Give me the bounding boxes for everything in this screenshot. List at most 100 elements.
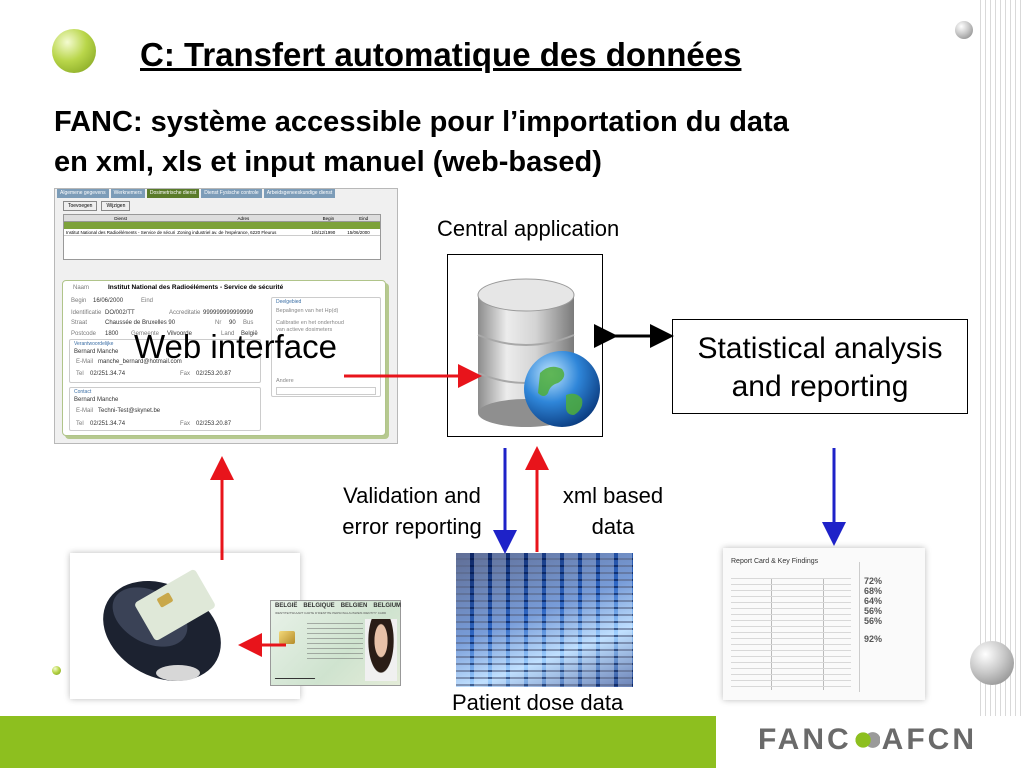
report-table: [731, 578, 851, 690]
stat-line-1: Statistical analysis: [697, 332, 943, 365]
id-card-image: BELGIË BELGIQUE BELGIEN BELGIUM IDENTITE…: [270, 600, 401, 686]
fanc-afcn-logo: FANC AFCN: [758, 723, 977, 757]
table-header: Adres: [237, 216, 250, 221]
verantw-email: manche_bernard@hotmail.com: [98, 359, 182, 365]
report-percentage: 68%: [864, 586, 883, 596]
table-header: Eind: [359, 216, 369, 221]
report-percentage: 72%: [864, 576, 883, 586]
data-grid-pattern: [456, 553, 633, 687]
decorative-stripes: [976, 0, 1024, 716]
gemeente-value: Vilvoorde: [167, 331, 192, 337]
table-cell: Zoning industriel av. de l'espérance, 62…: [177, 230, 277, 235]
report-percentage: 56%: [864, 616, 883, 626]
contact-email: Techni-Test@skynet.be: [98, 408, 161, 414]
validation-line-2: error reporting: [342, 514, 482, 539]
field-label: Identificatie: [71, 310, 102, 316]
contact-box: Contact Bernard Manche E-Mail Techni-Tes…: [69, 387, 261, 431]
grey-ball-decoration-large: [970, 641, 1014, 685]
field-label: Tel: [76, 421, 84, 427]
id-country: BELGIEN: [340, 603, 368, 609]
nr-value: 90: [229, 320, 236, 326]
xml-line-2: data: [591, 514, 635, 539]
form-edit-button: Wijzigen: [101, 201, 131, 211]
id-country: BELGIUM: [373, 603, 402, 609]
report-percentage: 92%: [864, 634, 883, 644]
checkbox-label: Bepalingen van het Hp(d): [276, 308, 339, 314]
xml-data-label: xml based data: [548, 480, 678, 542]
form-tab: Arbeidsgeneeskundige dienst: [263, 189, 336, 198]
statistical-analysis-box: Statistical analysis and reporting: [672, 319, 968, 414]
report-heading: Report Card & Key Findings: [731, 558, 819, 565]
contact-fax: 02/253.20.87: [196, 421, 232, 427]
form-tab: Algemene gegevens: [57, 189, 109, 198]
land-value: België: [241, 331, 258, 337]
postcode-value: 1800: [105, 331, 119, 337]
andere-textbox: [276, 387, 376, 395]
id-chip-icon: [279, 631, 295, 644]
report-card-image: Report Card & Key Findings 72% 68% 64% 5…: [723, 548, 925, 700]
green-ball-decoration: [52, 29, 96, 73]
form-tab: Dienst Fysische controle: [201, 189, 262, 198]
table-cell: 1/6/12/1990: [311, 230, 336, 235]
xml-data-image: [456, 553, 633, 687]
field-label: Fax: [180, 421, 191, 427]
table-header: Dienst: [114, 216, 128, 221]
form-add-button: Toevoegen: [63, 201, 98, 211]
field-label: Accreditatie: [169, 310, 201, 316]
field-label: Gemeente: [131, 331, 160, 337]
id-portrait-icon: [365, 619, 397, 681]
subsection-heading: Contact: [74, 389, 92, 395]
card-reader-photo: [70, 553, 300, 699]
deelgebied-box: Deelgebied Bepalingen van het Hp(d) Cali…: [271, 297, 381, 397]
logo-left-text: FANC: [758, 723, 852, 756]
id-card-countries: BELGIË BELGIQUE BELGIEN BELGIUM: [275, 603, 401, 609]
field-label: Bus: [243, 320, 254, 326]
bottom-green-bar: [0, 716, 716, 768]
xml-line-1: xml based: [562, 483, 664, 508]
checkbox-label: van actieve dosimeters: [276, 327, 333, 333]
table-header-row: Dienst Adres Begin Eind: [64, 215, 380, 222]
field-label: Land: [221, 331, 235, 337]
small-green-ball-decoration: [52, 666, 61, 675]
table-row: Institut National des Radioéléments - Se…: [64, 229, 380, 236]
accred-value: 999999999999999: [203, 310, 254, 316]
web-interface-label: Web interface: [134, 328, 337, 365]
field-label: E-Mail: [76, 359, 94, 365]
card-reader-icon: [103, 569, 221, 681]
checkbox-label: Calibratie en het onderhoud: [276, 320, 344, 326]
report-side-panel: 72% 68% 64% 56% 56% 92%: [859, 562, 919, 692]
id-country: BELGIQUE: [303, 603, 335, 609]
report-percentage: 56%: [864, 606, 883, 616]
form-button-row: Toevoegen Wijzigen: [63, 201, 131, 211]
logo-dot-icon: [853, 730, 880, 750]
checkbox-label: Andere: [276, 378, 294, 384]
table-cell: Institut National des Radioéléments - Se…: [66, 230, 176, 235]
naam-value: Institut National des Radioéléments - Se…: [108, 284, 284, 291]
subtitle-line-2: en xml, xls et input manuel (web-based): [54, 146, 602, 178]
patient-dose-label: Patient dose data: [452, 690, 624, 715]
validation-label: Validation and error reporting: [322, 480, 502, 542]
id-card-subtitle: IDENTITEITSKAART CARTE D'IDENTITE PERSON…: [275, 611, 387, 615]
begin-value: 16/06/2000: [93, 298, 124, 304]
contact-tel: 02/251.34.74: [90, 421, 126, 427]
field-label: Tel: [76, 371, 84, 377]
contact-name: Bernard Manche: [74, 397, 119, 403]
field-label: Postcode: [71, 331, 97, 337]
subsection-heading: Verantwoordelijke: [74, 341, 114, 347]
subsection-heading: Deelgebied: [276, 299, 302, 305]
field-label: Nr: [215, 320, 222, 326]
verantw-tel: 02/251.34.74: [90, 371, 126, 377]
verantw-fax: 02/253.20.87: [196, 371, 232, 377]
validation-line-1: Validation and: [343, 483, 481, 508]
form-detail-panel: Naam Institut National des Radioéléments…: [62, 280, 386, 436]
logo-right-text: AFCN: [881, 723, 977, 756]
form-service-table: Dienst Adres Begin Eind Institut Nationa…: [63, 214, 381, 260]
stat-line-2: and reporting: [731, 370, 909, 403]
subtitle-line-1: FANC: système accessible pour l’importat…: [54, 106, 789, 138]
id-text-lines: [307, 623, 363, 659]
id-country: BELGIË: [275, 603, 298, 609]
form-tab: Werknemers: [110, 189, 145, 198]
field-label: Naam: [73, 285, 90, 291]
table-row-selected: [64, 222, 380, 229]
form-tab-bar: Algemene gegevens Werknemers Dosimetrisc…: [55, 189, 397, 198]
